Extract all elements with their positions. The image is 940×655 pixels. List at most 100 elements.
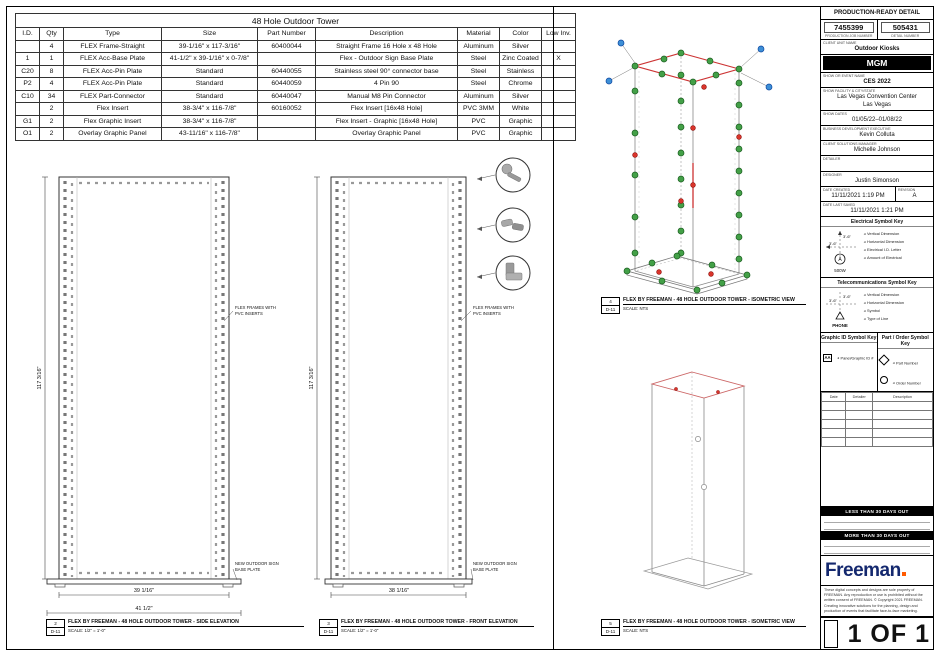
show-dates: 01/05/22–01/08/22 [851, 117, 903, 123]
record-row [820, 410, 933, 420]
less-than-30-bar: LESS THAN 30 DAYS OUT [821, 506, 933, 516]
front-elevation-drawing: 117 3/16" 38 1/16" FLEX FRAMES WITH PVC … [309, 176, 517, 598]
saved-value: 11/11/2021 1:21 PM [850, 208, 904, 214]
saved-caption: DATE LAST SAVED [823, 203, 856, 207]
view-strip-front-elevation: 3 D-11 FLEX BY FREEMAN - 48 HOLE OUTDOOR… [319, 619, 534, 636]
unit-caption: CLIENT UNIT NAME [823, 41, 857, 45]
col-header: Color [499, 27, 542, 41]
parts-table-header-row: I.D. Qty Type Size Part Number Descripti… [15, 27, 576, 41]
view-sheet: D-11 [605, 629, 616, 634]
part-number-symbol [877, 354, 890, 366]
telecom-symbol-key: Telecommunications Symbol Key 3'-6" 3'-6… [821, 278, 933, 333]
sheet-divider-line [553, 7, 554, 649]
page-label-box [824, 620, 838, 648]
dim-height: 117 3/16" [309, 366, 315, 389]
view-number: 2 [47, 620, 64, 628]
job-number-label: PRODUCTION JOB NUMBER [825, 34, 873, 38]
svg-text:500W: 500W [834, 268, 846, 273]
signature-line [824, 541, 930, 547]
person2-caption: CLIENT SOLUTIONS MANAGER [823, 142, 877, 146]
dim-height: 117 3/16" [37, 366, 43, 389]
table-row: 4 FLEX Frame-Straight 39-1/16" x 117-3/1… [15, 39, 576, 53]
label-base-plate: BASE PLATE [235, 567, 260, 572]
record-row [820, 428, 933, 438]
created-caption: DATE CREATED [823, 188, 851, 192]
graphic-part-keys: Graphic ID Symbol Key AA Panel/Graphic I… [821, 333, 933, 392]
label-flex-frames: PVC INSERTS [235, 311, 263, 316]
col-header: Material [457, 27, 500, 41]
show-caption: SHOW OR EVENT NAME [823, 74, 865, 78]
record-row [820, 437, 933, 447]
col-header: Qty [39, 27, 64, 41]
created-value: 11/11/2021 1:19 PM [831, 193, 885, 199]
graphic-key-title: Graphic ID Symbol Key [821, 333, 877, 343]
view-number-box: 2 D-11 [46, 619, 65, 636]
telecom-key-title: Telecommunications Symbol Key [821, 278, 933, 288]
telecom-key-sample: 3'-6" 3'-6" PHONE [826, 292, 857, 328]
col-header: I.D. [15, 27, 40, 41]
production-job-number: 7455399 [824, 22, 874, 33]
signature-line [824, 524, 930, 530]
person1-caption: BUSINESS DEVELOPMENT EXECUTIVE [823, 127, 891, 131]
svg-text:3'-6": 3'-6" [843, 294, 852, 299]
part-key-title: Part / Order Symbol Key [877, 333, 933, 349]
timeline-section: LESS THAN 30 DAYS OUT MORE THAN 30 DAYS … [821, 506, 933, 556]
view-title: FLEX BY FREEMAN - 48 HOLE OUTDOOR TOWER … [341, 619, 534, 627]
label-base-plate: NEW OUTDOOR SIGN [473, 561, 517, 566]
view-scale: SCALE: NTS [623, 628, 649, 633]
view-sheet: D-11 [323, 629, 334, 634]
view-scale: SCALE: 1/2" = 1'-0" [341, 628, 379, 633]
page-count-text: 1 OF 1 [847, 620, 930, 648]
signature-line [824, 517, 930, 523]
page-count-label: 1 OF 1 [821, 617, 933, 649]
dim-width: 38 1/16" [389, 588, 409, 594]
record-row [820, 401, 933, 411]
label-base-plate: BASE PLATE [473, 567, 498, 572]
label-base-plate: NEW OUTDOOR SIGN [235, 561, 279, 566]
view-number-box: 3 D-11 [319, 619, 338, 636]
revision-caption: REVISION [898, 188, 916, 192]
parts-table: 48 Hole Outdoor Tower I.D. Qty Type Size… [15, 13, 576, 141]
dates-caption: SHOW DATES [823, 112, 847, 116]
order-number-symbol [879, 376, 888, 384]
records-table: Date Detailer Description [820, 392, 933, 447]
dim-width: 39 1/16" [134, 588, 154, 594]
table-row: G1 2 Flex Graphic Insert 38-3/4" x 116-7… [15, 114, 576, 128]
detail-number-label: DETAIL NUMBER [891, 34, 920, 38]
dim-plate-width: 41 1/2" [135, 606, 152, 612]
unit-name: Outdoor Kiosks [854, 46, 900, 52]
view-strip-side-elevation: 2 D-11 FLEX BY FREEMAN - 48 HOLE OUTDOOR… [46, 619, 304, 636]
view-number-box: 5 D-11 [601, 619, 620, 636]
titleblock-header: PRODUCTION-READY DETAIL [821, 7, 933, 20]
electrical-key-sample: 3'-6" 3'-6" A 500W [826, 231, 857, 273]
col-header: Type [63, 27, 162, 41]
view-sheet: D-11 [50, 629, 61, 634]
person4-caption: DESIGNER [823, 173, 842, 177]
view-scale: SCALE: NTS [623, 306, 649, 311]
view-number: 3 [320, 620, 337, 628]
show-name: CES 2022 [863, 79, 891, 85]
view-scale: SCALE: 1/2" = 1'-0" [68, 628, 106, 633]
person2-name: Michelle Johnson [853, 147, 901, 153]
parts-table-title: 48 Hole Outdoor Tower [15, 13, 576, 28]
graphic-id-sample: AA [823, 354, 832, 362]
side-elevation-drawing: 117 3/16" 39 1/16" 41 1/2" FLEX FRAMES W… [37, 176, 279, 616]
svg-text:A: A [838, 257, 842, 263]
isometric-view-plain [642, 371, 754, 590]
hardware-detail-circles [476, 157, 531, 291]
col-header: Description [315, 27, 458, 41]
view-strip-isometric-bottom: 5 D-11 FLEX BY FREEMAN - 48 HOLE OUTDOOR… [601, 619, 806, 636]
drawing-sheet: 48 Hole Outdoor Tower I.D. Qty Type Size… [6, 6, 934, 650]
freeman-logo: Freeman [821, 556, 933, 586]
view-number: 4 [602, 298, 619, 306]
more-than-30-bar: MORE THAN 30 DAYS OUT [821, 530, 933, 540]
svg-text:3'-6": 3'-6" [843, 234, 852, 239]
svg-text:PHONE: PHONE [832, 323, 848, 328]
title-block: PRODUCTION-READY DETAIL 7455399 PRODUCTI… [820, 7, 933, 649]
legal-text: These digital concepts and designs are s… [821, 586, 933, 617]
label-flex-frames: PVC INSERTS [473, 311, 501, 316]
person3-name [821, 161, 933, 171]
records-section: Date Detailer Description [820, 392, 933, 507]
view-strip-isometric-top: 4 D-11 FLEX BY FREEMAN - 48 HOLE OUTDOOR… [601, 297, 806, 314]
person4-name: Justin Simonson [854, 178, 900, 184]
